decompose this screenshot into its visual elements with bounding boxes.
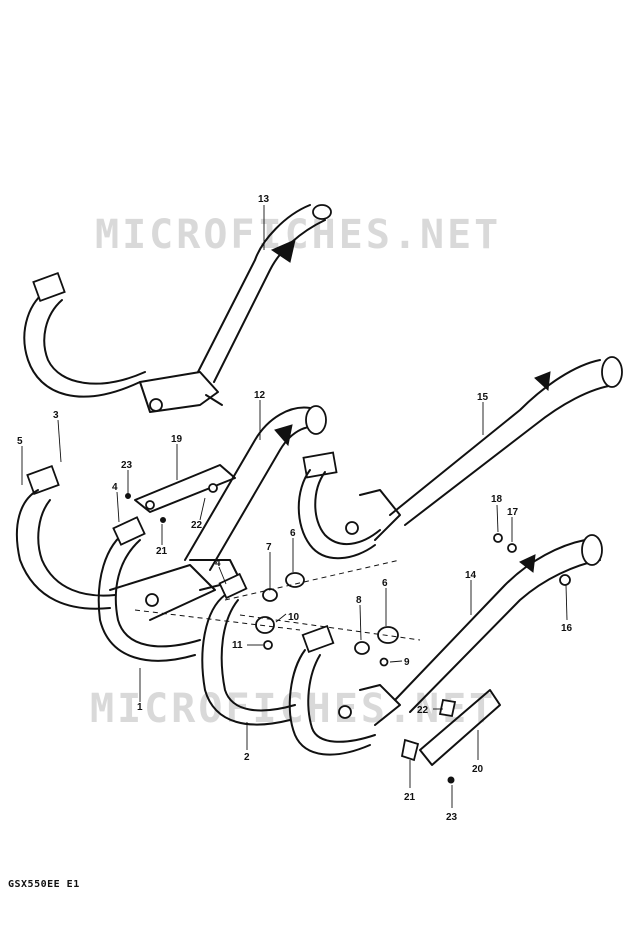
callout-2: 2 — [244, 752, 250, 763]
callout-18: 18 — [491, 494, 503, 505]
callout-13: 13 — [258, 194, 270, 205]
callout-14: 14 — [465, 570, 477, 581]
callout-7: 7 — [266, 542, 272, 553]
bracket-20 — [400, 689, 501, 784]
callout-19: 19 — [171, 434, 183, 445]
leader-lines — [21, 205, 568, 808]
callout-11: 11 — [232, 640, 243, 651]
callout-12: 12 — [254, 390, 266, 401]
watermark-top: MICROFICHES.NET — [95, 212, 501, 258]
callouts: 13 3 5 19 23 12 4 22 21 15 6 7 4 10 11 8… — [17, 194, 573, 823]
muffler-12 — [184, 405, 327, 591]
callout-4-left: 4 — [112, 482, 118, 493]
callout-23-bottom: 23 — [446, 812, 458, 823]
callout-1: 1 — [137, 702, 143, 713]
callout-8: 8 — [356, 595, 362, 606]
callout-9: 9 — [404, 657, 410, 668]
gaskets-clamps — [134, 533, 571, 667]
bracket-19 — [125, 464, 236, 523]
callout-21-top: 21 — [156, 546, 168, 557]
callout-21-bottom: 21 — [404, 792, 416, 803]
header-pipe-2 — [201, 572, 296, 726]
callout-20: 20 — [472, 764, 484, 775]
callout-23-top: 23 — [121, 460, 133, 471]
callout-16: 16 — [561, 623, 573, 634]
callout-5: 5 — [17, 436, 23, 447]
muffler-15 — [297, 356, 623, 560]
callout-17: 17 — [507, 507, 519, 518]
diagram-code: GSX550EE E1 — [8, 879, 80, 890]
muffler-14 — [288, 534, 603, 756]
callout-3: 3 — [53, 410, 59, 421]
header-pipe-1 — [15, 465, 216, 662]
callout-22-top: 22 — [191, 520, 203, 531]
callout-22-bottom: 22 — [417, 705, 429, 716]
callout-4-center: 4 — [215, 558, 221, 569]
callout-10: 10 — [288, 612, 300, 623]
callout-6-upper: 6 — [290, 528, 296, 539]
callout-15: 15 — [477, 392, 489, 403]
callout-6-lower: 6 — [382, 578, 388, 589]
muffler-13 — [23, 204, 332, 413]
